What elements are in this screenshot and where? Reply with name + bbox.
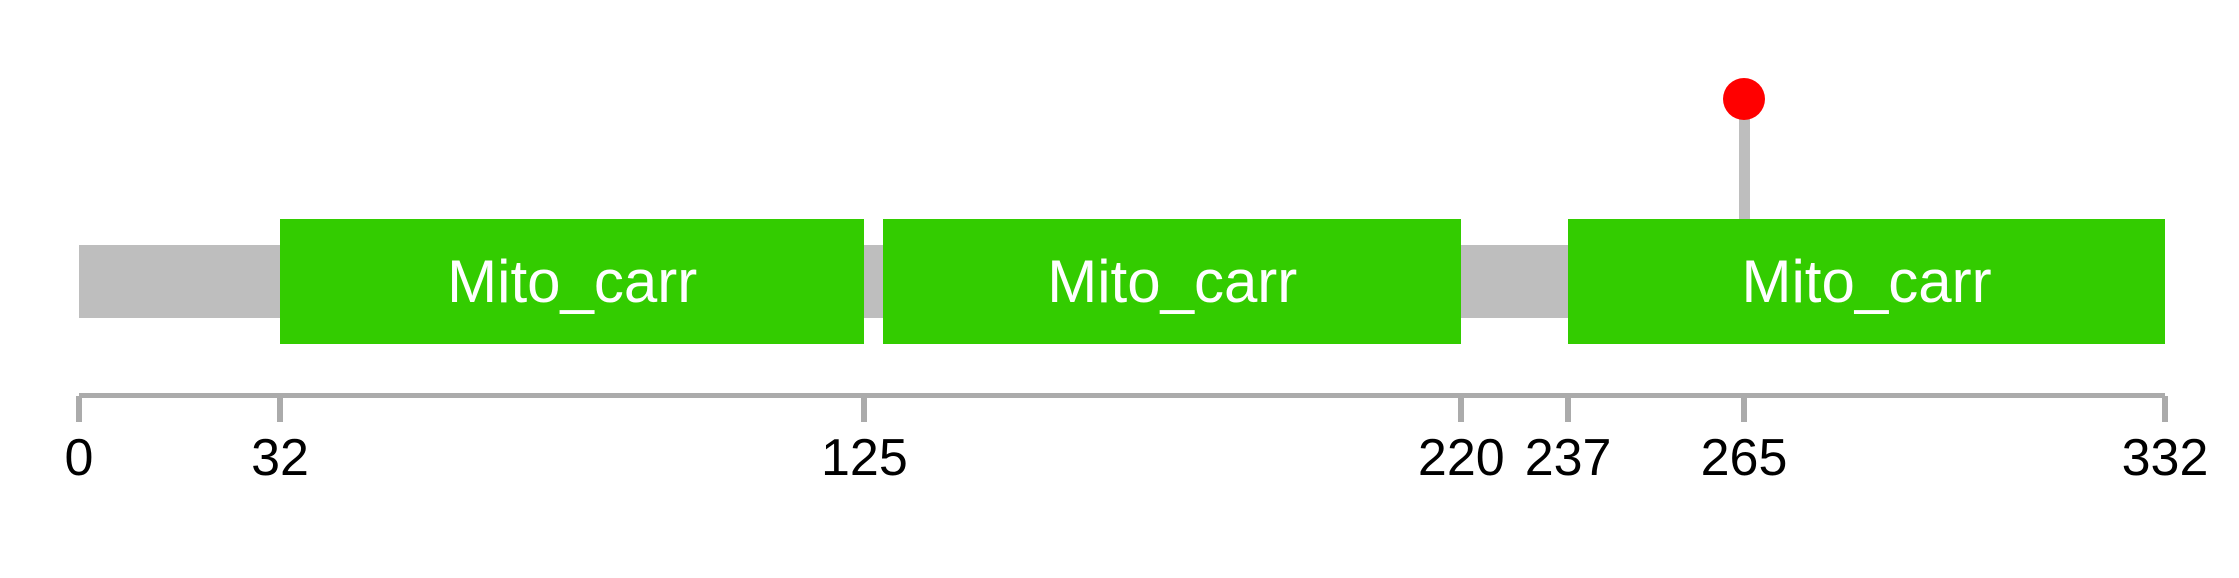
x-axis-tick [2162,396,2168,422]
x-axis-tick-label: 125 [821,429,908,487]
domain-box: Mito_carr [280,219,865,344]
x-axis-line [79,393,2165,398]
x-axis-tick-label: 332 [2121,429,2209,487]
x-axis-tick [76,396,82,422]
x-axis-tick [1565,396,1572,422]
x-axis-tick [277,396,284,422]
x-axis-tick-label: 265 [1700,429,1788,487]
x-axis-tick [1458,396,1465,422]
x-axis-tick-label: 220 [1417,429,1505,487]
mutation-stem [1738,99,1750,219]
x-axis-tick [1741,396,1748,422]
x-axis-tick-label: 237 [1524,429,1612,487]
domain-label: Mito_carr [1741,247,1992,315]
domain-box: Mito_carr [1568,219,2165,344]
x-axis-tick-label: 0 [64,429,94,487]
domain-box: Mito_carr [883,219,1462,344]
x-axis-tick [861,396,868,422]
domain-label: Mito_carr [1047,247,1298,315]
mutation-marker [1723,78,1766,120]
x-axis-tick-label: 32 [251,429,309,487]
domain-label: Mito_carr [447,247,698,315]
